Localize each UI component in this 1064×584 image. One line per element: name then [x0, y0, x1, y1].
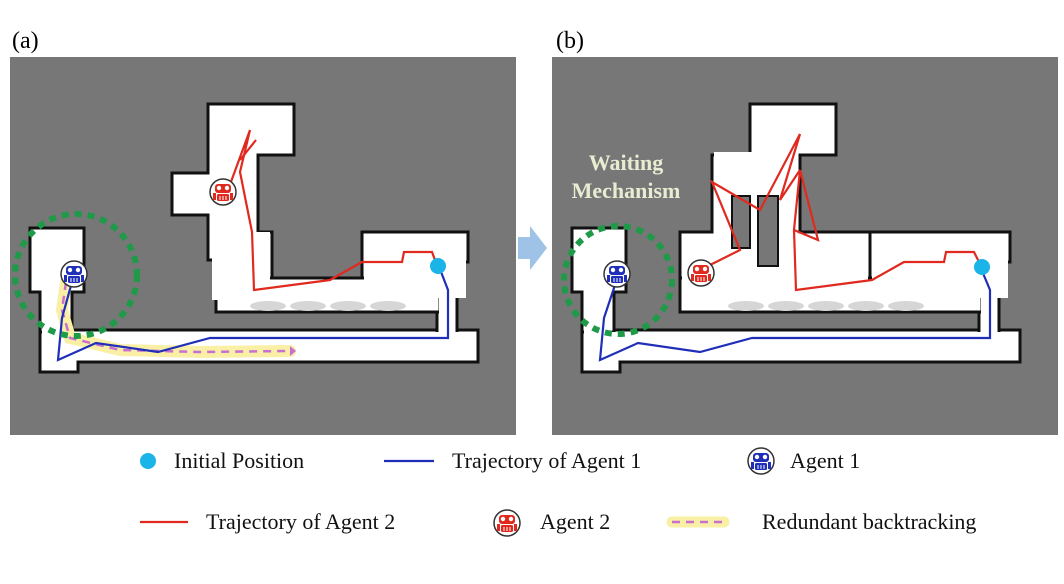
panel-b-label: (b) [556, 28, 584, 54]
legend-backtracking-label: Redundant backtracking [762, 509, 977, 534]
panel-b-agent1-trajectory [598, 265, 992, 362]
panel-a-agent2-trajectory [226, 129, 440, 292]
legend-agent1-icon [747, 447, 775, 475]
panel-a-label: (a) [12, 28, 39, 54]
legend-agent2-trajectory-label: Trajectory of Agent 2 [206, 509, 396, 534]
legend-initial-position-icon [140, 453, 156, 469]
waiting-mechanism-label-line1: Waiting [589, 150, 664, 175]
panel-b-waiting-ring [561, 223, 675, 337]
legend [140, 447, 775, 537]
panel-a-backtrack-path [60, 281, 291, 354]
panel-a-waiting-ring [12, 211, 140, 339]
panel-b-agent2-icon [687, 259, 715, 287]
panel-b-map: Waiting Mechanism [552, 57, 1058, 435]
panel-a-agent1-icon [60, 260, 88, 288]
panel-b-obstacles [728, 301, 924, 311]
legend-agent2-icon [493, 509, 521, 537]
panel-b-initial-position-marker [974, 259, 990, 275]
panel-a-agent2-icon [209, 178, 237, 206]
legend-agent1-label: Agent 1 [790, 448, 861, 473]
transition-arrow-icon [518, 226, 547, 270]
panel-a-obstacles [250, 301, 406, 311]
waiting-mechanism-label-line2: Mechanism [572, 178, 681, 203]
panel-b-pillar-1 [731, 195, 751, 249]
panel-a-agent1-trajectory [56, 263, 450, 362]
legend-initial-position-label: Initial Position [174, 448, 305, 473]
panel-a-map [10, 57, 516, 435]
panel-a-initial-position-marker [430, 258, 446, 274]
legend-agent2-label: Agent 2 [540, 509, 611, 534]
legend-agent1-trajectory-label: Trajectory of Agent 1 [452, 448, 642, 473]
panel-b-agent1-icon [603, 260, 631, 288]
panel-a-backtrack-arrowhead [290, 346, 296, 356]
